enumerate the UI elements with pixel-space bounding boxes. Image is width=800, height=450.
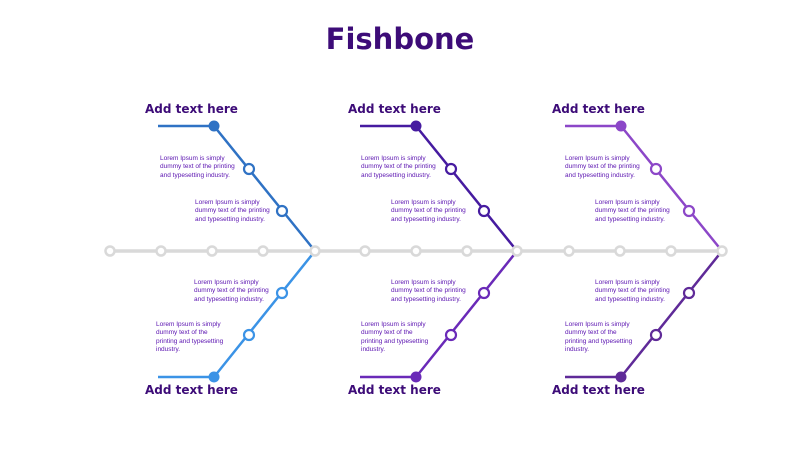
branch-1-top-end-node [208,120,220,132]
branch-1-bottom-label: Add text here [145,383,238,397]
branch-3-bottom-node-1 [682,286,696,300]
branch-2-top-item-1: Lorem Ipsum is simply dummy text of the … [361,155,436,179]
page-title: Fishbone [325,22,475,56]
branch-1-top-bone [158,124,316,252]
spine-node-10 [665,245,677,257]
branch-3-top-bone [565,124,723,252]
branch-2-top-bone [360,124,518,252]
spine-node-7 [461,245,473,257]
branch-3-bottom-item-1: Lorem Ipsum is simply dummy text of the … [595,279,670,303]
spine-node-8 [563,245,575,257]
branch-3-bottom-item-2: Lorem Ipsum is simply dummy text of the … [565,321,633,354]
branch-3-bottom-label: Add text here [552,383,645,397]
branch-2-bottom-bone [360,250,518,379]
spine-node-9 [614,245,626,257]
spine-node-3 [206,245,218,257]
branch-2-bottom-label: Add text here [348,383,441,397]
spine-node-6 [410,245,422,257]
branch-2-bottom-item-2: Lorem Ipsum is simply dummy text of the … [361,321,429,354]
branch-1-top-label: Add text here [145,102,238,116]
branch-1-bottom-item-1: Lorem Ipsum is simply dummy text of the … [194,279,269,303]
branch-3-tip-node [716,245,728,257]
branch-2-bottom-node-1 [477,286,491,300]
branch-3-top-item-1: Lorem Ipsum is simply dummy text of the … [565,155,640,179]
branch-2-top-item-2: Lorem Ipsum is simply dummy text of the … [391,199,466,223]
branch-1-tip-node [309,245,321,257]
branch-2-top-label: Add text here [348,102,441,116]
spine-node-1 [104,245,116,257]
branch-3-top-node-2 [682,204,696,218]
branch-1-bottom-node-2 [242,328,256,342]
branch-1-top-item-2: Lorem Ipsum is simply dummy text of the … [195,199,270,223]
branches [158,120,728,383]
branch-3-top-item-2: Lorem Ipsum is simply dummy text of the … [595,199,670,223]
branch-1-top-node-2 [275,204,289,218]
branch-1-bottom-end-node [208,371,220,383]
branch-1-top-item-1: Lorem Ipsum is simply dummy text of the … [160,155,235,179]
branch-2-bottom-end-node [410,371,422,383]
branch-3-bottom-end-node [615,371,627,383]
spine-node-4 [257,245,269,257]
branch-1-bottom-item-2: Lorem Ipsum is simply dummy text of the … [156,321,224,354]
branch-2-tip-node [511,245,523,257]
branch-1-bottom-node-1 [275,286,289,300]
branch-2-top-node-1 [444,162,458,176]
branch-3-top-node-1 [649,162,663,176]
branch-2-top-end-node [410,120,422,132]
branch-2-bottom-node-2 [444,328,458,342]
spine [104,245,724,257]
spine-node-5 [359,245,371,257]
branch-2-bottom-item-1: Lorem Ipsum is simply dummy text of the … [391,279,466,303]
spine-node-2 [155,245,167,257]
branch-3-top-end-node [615,120,627,132]
branch-1-bottom-bone [158,250,316,379]
branch-1-top-node-1 [242,162,256,176]
branch-3-bottom-bone [565,250,723,379]
branch-3-bottom-node-2 [649,328,663,342]
branch-3-top-label: Add text here [552,102,645,116]
branch-2-top-node-2 [477,204,491,218]
